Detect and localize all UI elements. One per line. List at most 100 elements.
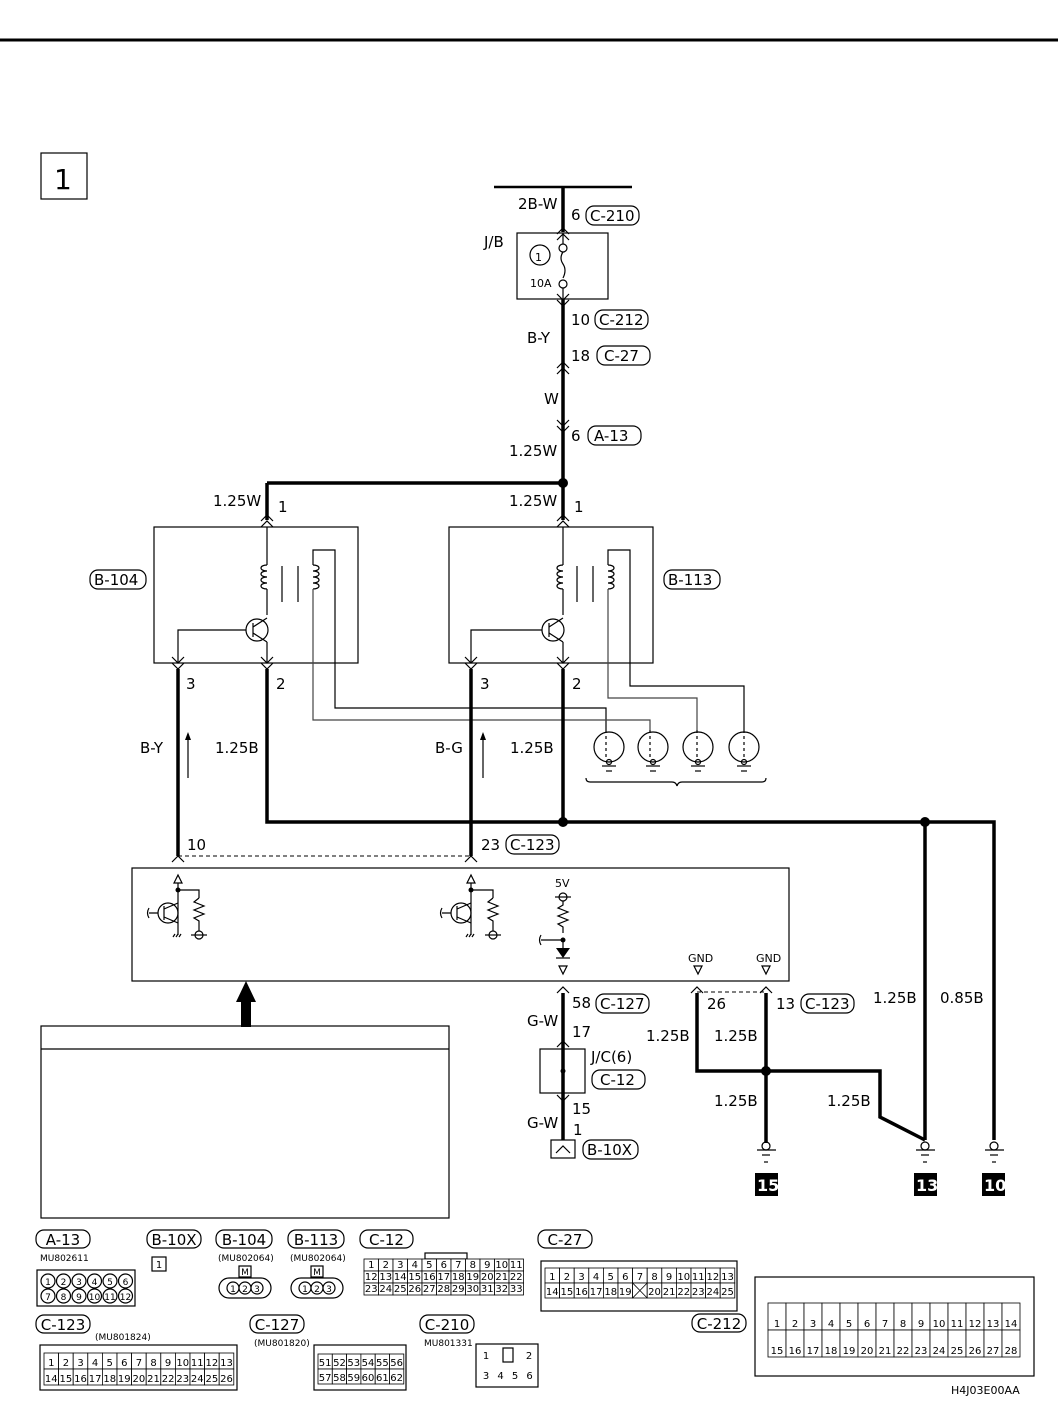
pin-number: 7 — [136, 1358, 142, 1369]
wire-label: 1.25B — [510, 739, 554, 757]
gnd-label: GND — [756, 952, 781, 965]
ecu-driver-1 — [146, 873, 207, 940]
pin-number: 22 — [677, 1287, 690, 1298]
connector-face-label: B-10X — [146, 1229, 202, 1249]
pin-number: 20 — [133, 1374, 146, 1385]
pin-label: 6 — [571, 206, 581, 224]
wire-label: 1.25B — [827, 1092, 871, 1110]
svg-text:1: 1 — [45, 1278, 51, 1288]
pin-number: 11 — [510, 1260, 523, 1271]
svg-text:C-27: C-27 — [604, 347, 639, 365]
ground-point-13: 13 — [914, 1173, 938, 1196]
connector-tag-a13[interactable]: A-13 — [587, 425, 642, 446]
svg-text:3: 3 — [480, 675, 490, 693]
svg-text:3: 3 — [76, 1278, 82, 1288]
svg-text:3: 3 — [254, 1285, 260, 1295]
svg-text:B-113: B-113 — [294, 1231, 338, 1249]
pin-number: 17 — [590, 1287, 603, 1298]
connector-tag-b113[interactable]: B-113 — [663, 569, 721, 590]
svg-text:11: 11 — [104, 1293, 115, 1303]
info-box — [40, 1025, 450, 1219]
pin-cavity — [55, 1288, 72, 1304]
connector-tag-c12[interactable]: C-12 — [591, 1069, 646, 1090]
connector-tag-b10x[interactable]: B-10X — [582, 1139, 639, 1160]
svg-text:MU802611: MU802611 — [40, 1254, 89, 1264]
pin-number: 14 — [1005, 1319, 1018, 1330]
pin-number: 21 — [663, 1287, 676, 1298]
svg-text:10: 10 — [89, 1293, 101, 1303]
pin-number: 6 — [121, 1358, 127, 1369]
connector-tag-c123-bottom[interactable]: C-123 — [800, 993, 855, 1014]
svg-text:2: 2 — [572, 675, 582, 693]
pin-number: 13 — [220, 1358, 233, 1369]
wire-label-by: B-Y — [527, 329, 551, 347]
pin-number: 22 — [162, 1374, 175, 1385]
pin-number: 52 — [333, 1358, 346, 1369]
connector-tag-c210[interactable]: C-210 — [585, 205, 640, 226]
wire-label: 1.25B — [714, 1092, 758, 1110]
svg-text:2: 2 — [526, 1351, 532, 1362]
wire-label: G-W — [527, 1012, 558, 1030]
connector-tag-c127[interactable]: C-127 — [595, 993, 650, 1014]
pin-number: 8 — [900, 1319, 906, 1330]
pin-number: 4 — [92, 1358, 98, 1369]
joint-connector — [539, 1048, 586, 1094]
wire-label: G-W — [527, 1114, 558, 1132]
connector-tag-c212[interactable]: C-212 — [594, 309, 649, 330]
wire-label: B-G — [435, 739, 463, 757]
wire-label: B-Y — [140, 739, 164, 757]
svg-text:15: 15 — [757, 1176, 779, 1195]
pin-number: 26 — [220, 1374, 233, 1385]
pin-number: 12 — [707, 1272, 720, 1283]
pin-cavity — [102, 1288, 118, 1304]
pin-number: 29 — [452, 1284, 465, 1295]
pin-number: 27 — [987, 1346, 1000, 1357]
splice-dot — [558, 817, 568, 827]
wire-label-125w: 1.25W — [509, 442, 557, 460]
pin-number: 11 — [191, 1358, 204, 1369]
connector-tag-c123-top[interactable]: C-123 — [505, 834, 560, 855]
gnd-label: GND — [688, 952, 713, 965]
connector-tag-b104[interactable]: B-104 — [89, 569, 147, 590]
svg-text:A-13: A-13 — [594, 427, 628, 445]
pin-number: 6 — [622, 1272, 628, 1283]
svg-text:MU801331: MU801331 — [424, 1339, 473, 1349]
pin-number: 18 — [604, 1287, 617, 1298]
connector-face-label: A-13 — [35, 1229, 91, 1249]
pin-label: 6 — [571, 427, 581, 445]
pin-number: 11 — [951, 1319, 964, 1330]
svg-text:B-10X: B-10X — [151, 1231, 196, 1249]
svg-text:2: 2 — [314, 1285, 320, 1295]
pin-cavity — [40, 1288, 56, 1304]
pin-number: 62 — [390, 1373, 403, 1384]
fuse-icon — [558, 233, 568, 299]
pin-number: 8 — [150, 1358, 156, 1369]
wire-label: 1.25B — [646, 1027, 690, 1045]
svg-text:C-123: C-123 — [41, 1316, 86, 1334]
pin-number: 10 — [677, 1272, 690, 1283]
lamp-icon — [682, 730, 714, 772]
svg-text:3: 3 — [186, 675, 196, 693]
svg-text:(MU802064): (MU802064) — [218, 1254, 274, 1264]
svg-text:8: 8 — [61, 1293, 67, 1303]
svg-text:1: 1 — [574, 498, 584, 516]
connector-face-label: C-27 — [537, 1229, 593, 1249]
svg-text:(MU801820): (MU801820) — [254, 1339, 310, 1349]
svg-text:4: 4 — [497, 1371, 503, 1382]
pin-number: 32 — [495, 1284, 508, 1295]
svg-text:1.25W: 1.25W — [509, 492, 557, 510]
connector-tag-c27[interactable]: C-27 — [596, 345, 651, 366]
svg-text:1: 1 — [483, 1351, 489, 1362]
pin-number: 27 — [423, 1284, 436, 1295]
pin-number: 8 — [651, 1272, 657, 1283]
splice-dot — [761, 1066, 771, 1076]
svg-text:9: 9 — [76, 1293, 82, 1303]
pin-number: 15 — [771, 1346, 784, 1357]
pin-number: 14 — [45, 1374, 58, 1385]
pin-number: 26 — [969, 1346, 982, 1357]
pin-number: 4 — [828, 1319, 834, 1330]
pin-number: 25 — [206, 1374, 219, 1385]
